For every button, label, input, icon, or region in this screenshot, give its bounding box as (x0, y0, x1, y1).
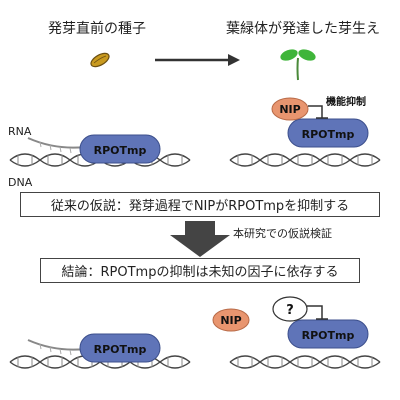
dna-label: DNA (8, 176, 33, 189)
left-transcription-diagram: RPOTmp RNA DNA (8, 125, 191, 189)
question-mark-label: ? (286, 303, 294, 318)
bottom-left-transcription-diagram: RPOTmp (9, 333, 191, 369)
seed-caption: 発芽直前の種子 (48, 21, 146, 37)
right-inhibition-diagram: RPOTmp NIP 機能抑制 (229, 95, 381, 167)
nip-label: NIP (220, 314, 241, 327)
seed-icon (90, 52, 110, 68)
nip-label: NIP (279, 103, 300, 116)
rpotmp-label: RPOTmp (302, 128, 355, 141)
seedling-caption: 葉緑体が発達した芽生え (226, 21, 380, 37)
rpotmp-label: RPOTmp (94, 144, 147, 157)
rna-strand (27, 339, 86, 351)
top-illustration (90, 49, 316, 81)
rpotmp-shape (287, 319, 369, 349)
nip-shape (271, 97, 309, 121)
seedling-icon (280, 49, 316, 81)
dna-helix (229, 355, 381, 369)
conclusion-box: 結論：RPOTmpの抑制は未知の因子に依存する (40, 258, 360, 283)
rpotmp-shape (287, 118, 369, 148)
dna-helix (229, 153, 381, 167)
bottom-right-inhibition-diagram: NIP RPOTmp ? (212, 296, 381, 369)
rpotmp-shape (79, 134, 161, 164)
rna-strand (27, 137, 86, 149)
rpotmp-label: RPOTmp (302, 329, 355, 342)
progress-arrow (155, 54, 240, 66)
verification-label: 本研究での仮説検証 (233, 227, 332, 240)
rpotmp-shape (79, 333, 161, 363)
inhibition-arrow (307, 305, 323, 319)
unknown-factor-shape (272, 296, 308, 322)
hypothesis-box: 従来の仮説：発芽過程でNIPがRPOTmpを抑制する (20, 192, 380, 217)
down-arrow-icon (170, 221, 230, 257)
rpotmp-label: RPOTmp (94, 343, 147, 356)
inhibition-arrow (308, 105, 323, 118)
nip-shape (212, 308, 250, 332)
rna-label: RNA (8, 125, 32, 138)
function-inhibit-label: 機能抑制 (326, 95, 366, 108)
